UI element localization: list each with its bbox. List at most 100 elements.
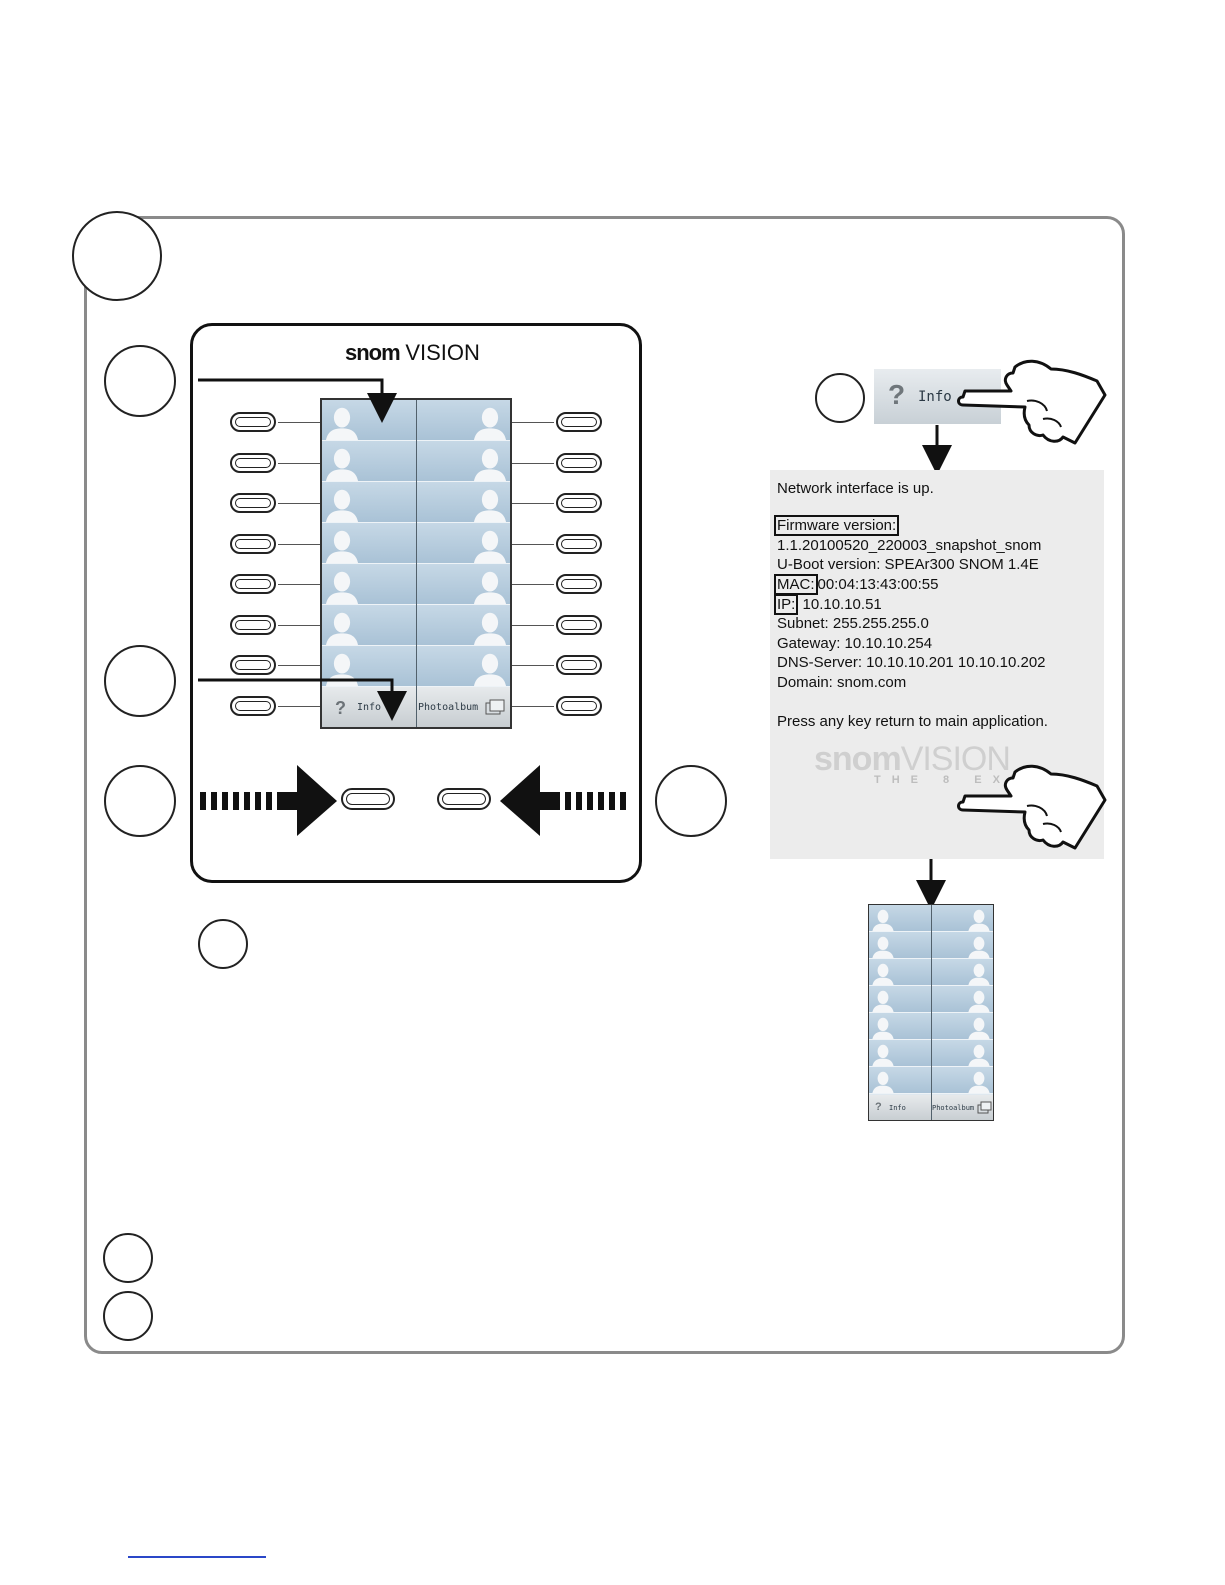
pointing-hand-icon <box>957 359 1107 445</box>
side-key-right-7[interactable] <box>556 655 602 675</box>
avatar-silhouette-icon <box>473 653 507 687</box>
step-circle-main <box>72 211 162 301</box>
press-key-hint: Press any key return to main application… <box>777 713 1048 730</box>
avatar-silhouette-icon <box>872 963 894 986</box>
avatar-silhouette-icon <box>473 612 507 646</box>
avatar-silhouette-icon <box>968 936 990 959</box>
step-circle-e <box>815 373 865 423</box>
side-key-right-1[interactable] <box>556 412 602 432</box>
leader-line-right <box>512 422 554 423</box>
avatar-silhouette-icon <box>473 571 507 605</box>
leader-line-right <box>512 625 554 626</box>
leader-line-left <box>278 503 320 504</box>
avatar-silhouette-icon <box>473 448 507 482</box>
step-circle-b <box>104 645 176 717</box>
leader-line-left <box>278 625 320 626</box>
brand-bold: snom <box>345 340 401 365</box>
side-key-left-1[interactable] <box>230 412 276 432</box>
footer-link-underline[interactable] <box>128 1556 266 1558</box>
firmware-value: 1.1.20100520_220003_snapshot_snom <box>777 537 1042 554</box>
mac-label: MAC: <box>774 574 818 595</box>
thumbnail-photoalbum-label: Photoalbum <box>932 1104 975 1112</box>
side-key-right-8[interactable] <box>556 696 602 716</box>
side-key-left-5[interactable] <box>230 574 276 594</box>
gateway: Gateway: 10.10.10.254 <box>777 635 933 652</box>
avatar-silhouette-icon <box>968 963 990 986</box>
avatar-silhouette-icon <box>872 1071 894 1094</box>
avatar-silhouette-icon <box>872 1044 894 1067</box>
leader-line-left <box>278 706 320 707</box>
dns-server: DNS-Server: 10.10.10.201 10.10.10.202 <box>777 654 1046 671</box>
pointing-hand-icon-2 <box>957 764 1107 850</box>
device-brand: snom VISION <box>345 340 480 366</box>
avatar-silhouette-icon <box>325 407 359 441</box>
leader-line-left <box>278 544 320 545</box>
column-divider <box>931 905 932 1120</box>
avatar-silhouette-icon <box>968 1071 990 1094</box>
arrow-to-info-key <box>198 678 407 721</box>
side-key-right-2[interactable] <box>556 453 602 473</box>
avatar-silhouette-icon <box>968 990 990 1013</box>
screen-photoalbum-label[interactable]: Photoalbum <box>418 702 479 713</box>
info-button-label: Info <box>918 389 952 405</box>
side-key-left-7[interactable] <box>230 655 276 675</box>
snom-vision-watermark: snomVISION <box>814 740 1011 779</box>
left-dashed-arrow-icon <box>200 765 337 836</box>
avatar-silhouette-icon <box>872 936 894 959</box>
instruction-panel-frame <box>84 216 1125 1354</box>
nav-key-left[interactable] <box>341 788 395 810</box>
avatar-silhouette-icon <box>872 909 894 932</box>
arrow-to-screen-top <box>198 378 397 423</box>
side-key-left-3[interactable] <box>230 493 276 513</box>
avatar-silhouette-icon <box>473 489 507 523</box>
leader-line-right <box>512 544 554 545</box>
leader-line-right <box>512 584 554 585</box>
leader-line-left <box>278 665 320 666</box>
avatar-silhouette-icon <box>968 1017 990 1040</box>
leader-line-right <box>512 706 554 707</box>
side-key-left-6[interactable] <box>230 615 276 635</box>
leader-line-left <box>278 463 320 464</box>
avatar-silhouette-icon <box>325 530 359 564</box>
side-key-right-4[interactable] <box>556 534 602 554</box>
leader-line-right <box>512 503 554 504</box>
side-key-left-4[interactable] <box>230 534 276 554</box>
step-circle-h <box>103 1291 153 1341</box>
avatar-silhouette-icon <box>968 909 990 932</box>
uboot-version: U-Boot version: SPEAr300 SNOM 1.4E <box>777 556 1039 573</box>
brand-light: VISION <box>405 340 480 365</box>
leader-line-right <box>512 665 554 666</box>
avatar-silhouette-icon <box>325 571 359 605</box>
subnet: Subnet: 255.255.255.0 <box>777 615 929 632</box>
thumbnail-info-label: Info <box>889 1104 906 1112</box>
side-key-right-6[interactable] <box>556 615 602 635</box>
ip-label: IP: <box>774 594 799 615</box>
leader-line-left <box>278 422 320 423</box>
question-mark-icon: ? <box>875 1101 882 1113</box>
side-key-right-5[interactable] <box>556 574 602 594</box>
leader-line-right <box>512 463 554 464</box>
side-key-left-8[interactable] <box>230 696 276 716</box>
right-dashed-arrow-icon <box>500 765 626 836</box>
side-key-right-3[interactable] <box>556 493 602 513</box>
mac-value: 00:04:13:43:00:55 <box>817 576 939 593</box>
step-circle-d <box>655 765 727 837</box>
step-circle-f <box>198 919 248 969</box>
nav-key-right[interactable] <box>437 788 491 810</box>
photoalbum-icon <box>977 1101 992 1114</box>
step-circle-a <box>104 345 176 417</box>
mac-line: MAC:00:04:13:43:00:55 <box>774 574 939 595</box>
column-divider <box>416 400 417 727</box>
ip-value: 10.10.10.51 <box>802 596 882 613</box>
screen-info-label[interactable]: Info <box>357 702 382 713</box>
avatar-silhouette-icon <box>968 1044 990 1067</box>
step-circle-c <box>104 765 176 837</box>
ip-line: IP: 10.10.10.51 <box>774 594 882 615</box>
firmware-label: Firmware version: <box>774 515 900 536</box>
avatar-silhouette-icon <box>872 990 894 1013</box>
firmware-label-line: Firmware version: <box>774 515 900 536</box>
main-screen-thumbnail: ? Info Photoalbum <box>868 904 994 1121</box>
side-key-left-2[interactable] <box>230 453 276 473</box>
avatar-silhouette-icon <box>473 407 507 441</box>
